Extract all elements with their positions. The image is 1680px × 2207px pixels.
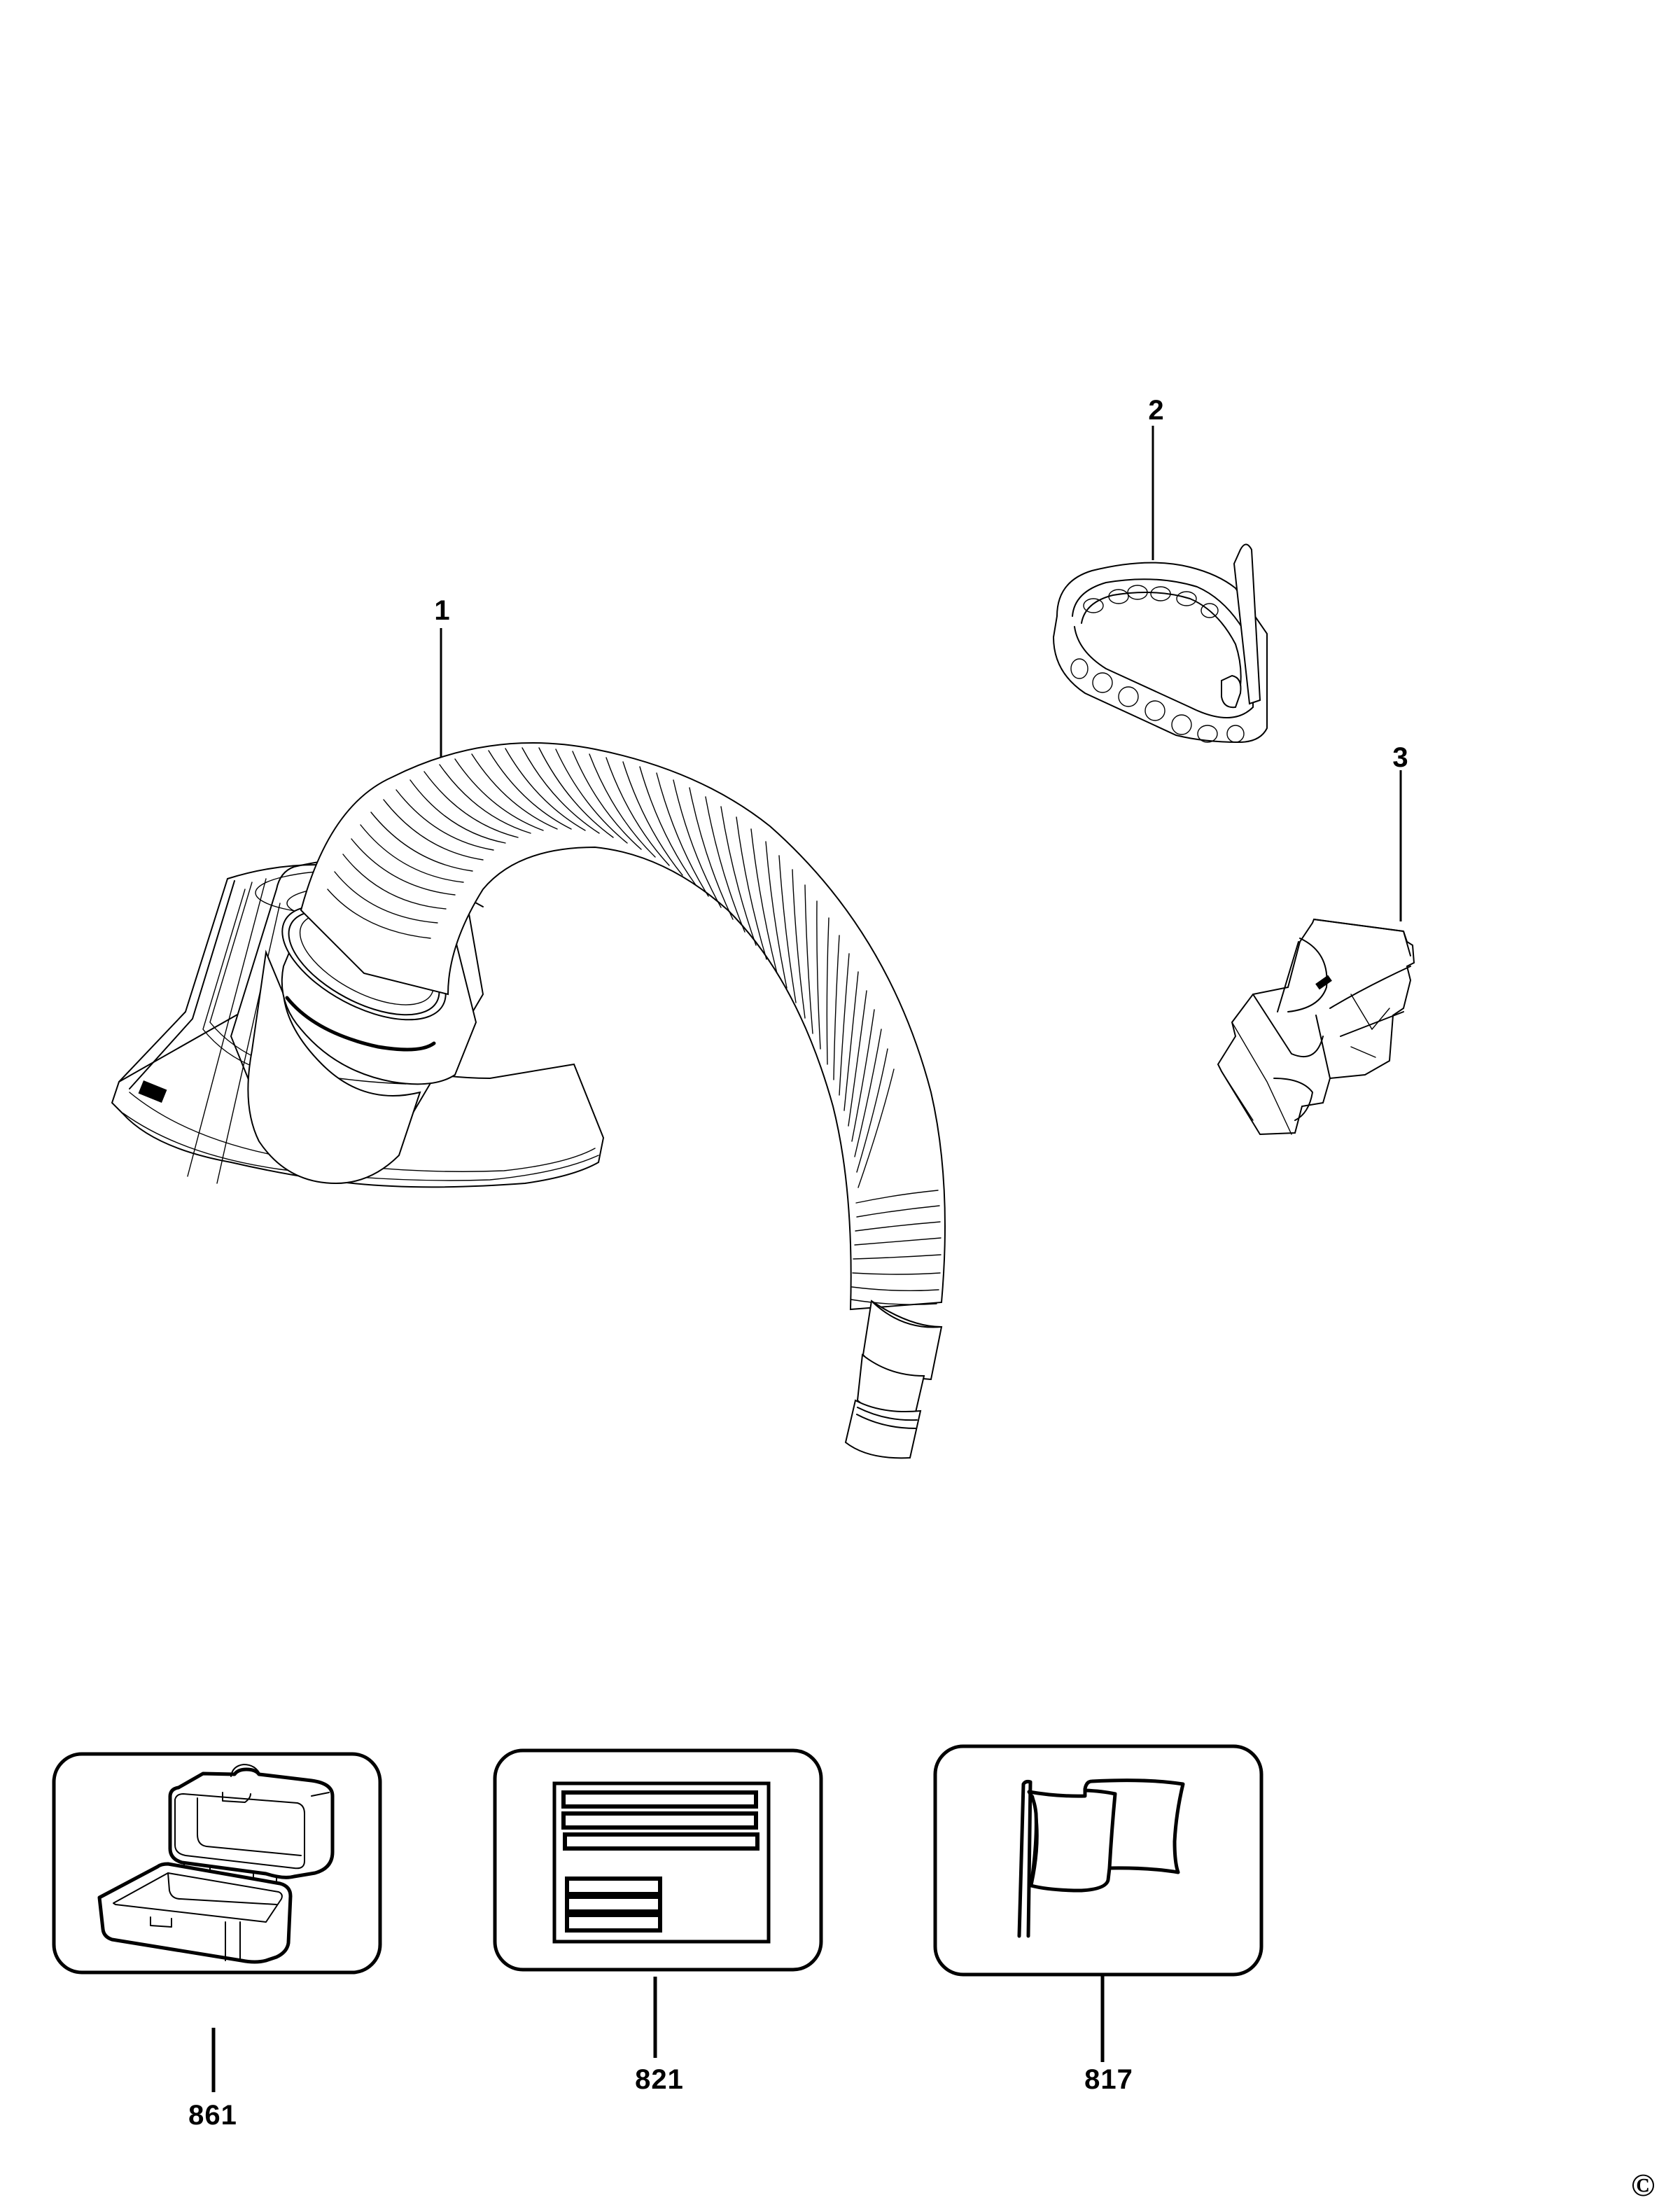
kit-box-icon [97,1764,335,1964]
callout-label-821: 821 [635,2064,684,2095]
flag-icon [1017,1778,1185,1938]
callout-label-1: 1 [434,595,451,626]
callout-label-861: 861 [188,2100,237,2131]
hose-holder-icon [1217,918,1415,1136]
label-sheet-icon [552,1781,771,1944]
copyright-mark: © [1631,2167,1656,2203]
part-3-hose-holder [1217,770,1415,1136]
accessory-821-label [493,1748,823,2058]
hose-clip-icon [1052,543,1268,744]
part-2-hose-clip [1052,426,1268,744]
callout-label-817: 817 [1084,2064,1133,2095]
callout-label-2: 2 [1148,395,1165,426]
accessory-817-flag [933,1744,1264,2062]
callout-label-3: 3 [1392,742,1409,773]
corrugated-hose-icon [300,742,946,1459]
part-1-hose-assembly [111,628,946,1459]
accessory-861-kit-box [52,1752,382,2092]
